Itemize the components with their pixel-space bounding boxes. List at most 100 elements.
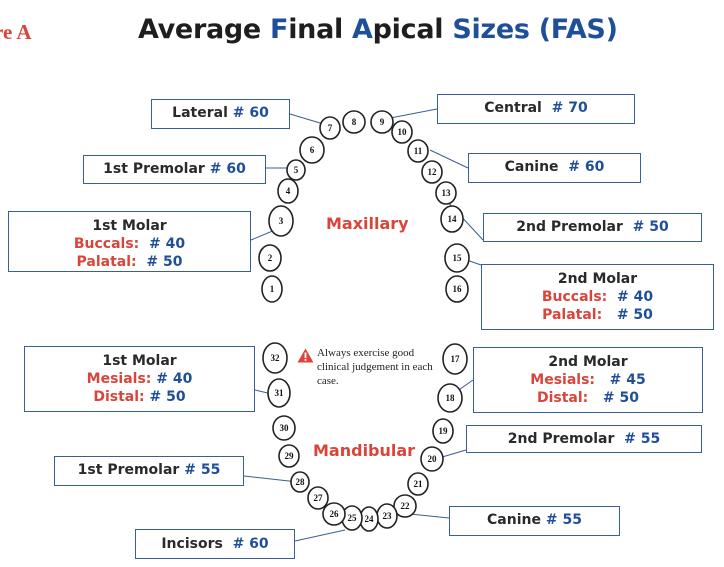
tooth-15: 15 xyxy=(444,243,470,273)
tooth-number: 32 xyxy=(271,353,281,363)
tooth-3: 3 xyxy=(268,205,294,237)
tooth-outline xyxy=(261,275,283,303)
tooth-17: 17 xyxy=(442,343,468,375)
tooth-28: 28 xyxy=(290,471,310,493)
tooth-10: 10 xyxy=(391,120,413,144)
tooth-number: 6 xyxy=(310,145,315,155)
label-man-canine: Canine # 55 xyxy=(449,506,620,536)
tooth-number: 7 xyxy=(328,123,333,133)
tooth-number: 24 xyxy=(365,514,375,524)
label-max-premolar2: 2nd Premolar # 50 xyxy=(483,213,702,242)
tooth-number: 11 xyxy=(414,146,423,156)
tooth-outline xyxy=(299,136,325,164)
tooth-number: 12 xyxy=(428,167,438,177)
tooth-number: 5 xyxy=(294,165,299,175)
tooth-18: 18 xyxy=(437,383,463,413)
tooth-number: 21 xyxy=(414,479,424,489)
tooth-outline xyxy=(258,244,282,272)
tooth-number: 4 xyxy=(286,186,291,196)
figure-label: re A xyxy=(0,20,32,44)
tooth-number: 14 xyxy=(448,214,458,224)
tooth-number: 10 xyxy=(398,127,408,137)
tooth-16: 16 xyxy=(445,275,469,303)
tooth-outline xyxy=(322,502,346,526)
tooth-number: 27 xyxy=(314,493,324,503)
leader-man-canine xyxy=(409,513,450,519)
tooth-number: 1 xyxy=(270,284,275,294)
leader-lines xyxy=(243,108,484,542)
tooth-13: 13 xyxy=(435,181,457,205)
tooth-outline xyxy=(267,378,291,408)
tooth-26: 26 xyxy=(322,502,346,526)
tooth-outline xyxy=(407,472,429,496)
tooth-outline xyxy=(342,110,366,134)
tooth-outline xyxy=(268,205,294,237)
label-max-molar1: 1st Molar Buccals: # 40 Palatal: # 50 xyxy=(8,211,251,272)
tooth-outline xyxy=(420,446,444,472)
tooth-outline xyxy=(421,160,443,184)
label-man-premolar2: 2nd Premolar # 55 xyxy=(466,425,702,453)
tooth-number: 30 xyxy=(280,423,290,433)
tooth-number: 22 xyxy=(401,501,411,511)
label-incisors: Incisors # 60 xyxy=(135,529,295,559)
tooth-number: 18 xyxy=(446,393,456,403)
tooth-outline xyxy=(435,181,457,205)
mandibular-label: Mandibular xyxy=(313,441,416,460)
tooth-number: 23 xyxy=(383,511,393,521)
tooth-11: 11 xyxy=(407,139,429,163)
tooth-7: 7 xyxy=(319,116,341,140)
tooth-number: 15 xyxy=(453,253,463,263)
tooth-outline xyxy=(262,342,288,374)
tooth-20: 20 xyxy=(420,446,444,472)
tooth-8: 8 xyxy=(342,110,366,134)
leader-max-canine xyxy=(429,149,469,169)
tooth-number: 16 xyxy=(453,284,463,294)
tooth-outline xyxy=(445,275,469,303)
tooth-outline xyxy=(277,178,299,204)
tooth-outline xyxy=(272,415,296,441)
tooth-32: 32 xyxy=(262,342,288,374)
tooth-number: 8 xyxy=(352,117,357,127)
leader-max-molar1 xyxy=(250,229,276,241)
leader-central xyxy=(384,108,438,120)
tooth-30: 30 xyxy=(272,415,296,441)
label-lateral: Lateral # 60 xyxy=(151,99,290,129)
warning-note: Always exercise good clinical judgement … xyxy=(297,346,437,388)
tooth-number: 13 xyxy=(442,188,452,198)
page-title: Average Final Apical Sizes (FAS) xyxy=(138,14,618,45)
tooth-outline xyxy=(278,444,300,468)
tooth-outline xyxy=(444,243,470,273)
label-man-premolar1: 1st Premolar # 55 xyxy=(54,456,244,486)
tooth-14: 14 xyxy=(440,205,464,233)
maxillary-label: Maxillary xyxy=(326,214,409,233)
tooth-6: 6 xyxy=(299,136,325,164)
label-max-premolar1: 1st Premolar # 60 xyxy=(83,155,266,184)
label-max-molar2: 2nd Molar Buccals: # 40 Palatal: # 50 xyxy=(481,264,714,330)
tooth-outline xyxy=(391,120,413,144)
tooth-outline xyxy=(442,343,468,375)
tooth-number: 29 xyxy=(285,451,295,461)
tooth-23: 23 xyxy=(376,503,398,529)
tooth-number: 19 xyxy=(439,426,449,436)
tooth-number: 2 xyxy=(268,253,273,263)
tooth-number: 25 xyxy=(348,513,358,523)
tooth-27: 27 xyxy=(307,486,329,510)
tooth-2: 2 xyxy=(258,244,282,272)
tooth-31: 31 xyxy=(267,378,291,408)
tooth-1: 1 xyxy=(261,275,283,303)
tooth-outline xyxy=(393,494,417,518)
tooth-22: 22 xyxy=(393,494,417,518)
tooth-outline xyxy=(319,116,341,140)
tooth-number: 28 xyxy=(296,477,306,487)
tooth-outline xyxy=(432,418,454,444)
tooth-outline xyxy=(370,110,394,134)
tooth-outline xyxy=(440,205,464,233)
tooth-29: 29 xyxy=(278,444,300,468)
tooth-number: 3 xyxy=(279,216,284,226)
tooth-outline xyxy=(437,383,463,413)
tooth-outline xyxy=(307,486,329,510)
warning-icon xyxy=(297,348,314,363)
